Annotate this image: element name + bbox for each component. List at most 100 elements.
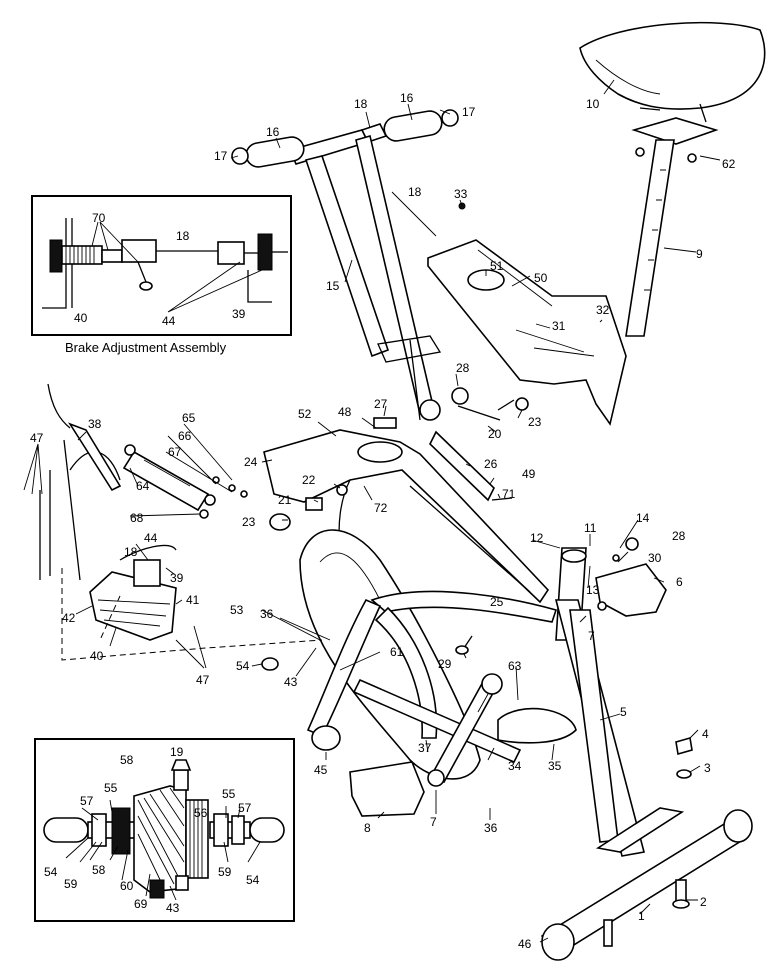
callout-71: 71 — [502, 487, 516, 501]
callout-17-right: 17 — [462, 105, 476, 119]
hub-inset-label-58-top: 58 — [120, 753, 134, 767]
callout-51: 51 — [490, 259, 504, 273]
hub-inset-label-69: 69 — [134, 897, 148, 911]
hub-inset-label-55-right: 55 — [222, 787, 236, 801]
callout-46: 46 — [518, 937, 532, 951]
brake-inset-label-44: 44 — [162, 314, 176, 328]
callout-36-upper: 36 — [260, 607, 274, 621]
callout-39: 39 — [170, 571, 184, 585]
callout-18-brake: 18 — [124, 545, 138, 559]
brake-inset-label-70: 70 — [92, 211, 106, 225]
callout-17-left: 17 — [214, 149, 228, 163]
callout-47-lower: 47 — [196, 673, 210, 687]
callout-29: 29 — [438, 657, 452, 671]
hub-inset-label-54-left: 54 — [44, 865, 58, 879]
brake-inset-label-18: 18 — [176, 229, 190, 243]
callout-4: 4 — [702, 727, 709, 741]
callout-68: 68 — [130, 511, 144, 525]
callout-7-upper: 7 — [588, 629, 595, 643]
callout-21: 21 — [278, 493, 292, 507]
brake-inset-frame — [31, 195, 292, 336]
callout-15: 15 — [326, 279, 340, 293]
callout-7-lower: 7 — [430, 815, 437, 829]
callout-42: 42 — [62, 611, 76, 625]
callout-22: 22 — [302, 473, 316, 487]
callout-50: 50 — [534, 271, 548, 285]
callout-2: 2 — [700, 895, 707, 909]
callout-13: 13 — [586, 583, 600, 597]
callout-43: 43 — [284, 675, 298, 689]
shock-absorber — [122, 450, 210, 512]
callout-52: 52 — [298, 407, 312, 421]
hub-inset-label-54-right: 54 — [246, 873, 260, 887]
callout-24: 24 — [244, 455, 258, 469]
callout-6: 6 — [676, 575, 683, 589]
hub-inset-label-19: 19 — [170, 745, 184, 759]
brake-inset-label-39: 39 — [232, 307, 246, 321]
callout-8: 8 — [364, 821, 371, 835]
callout-33: 33 — [454, 187, 468, 201]
hub-inset-label-55-left: 55 — [104, 781, 118, 795]
left-gear-icon — [49, 239, 63, 273]
callout-14: 14 — [636, 511, 650, 525]
callout-64: 64 — [136, 479, 150, 493]
seat-post — [625, 139, 675, 337]
callout-16-left: 16 — [266, 125, 280, 139]
callout-34: 34 — [508, 759, 522, 773]
callout-63: 63 — [508, 659, 522, 673]
callout-26: 26 — [484, 457, 498, 471]
hub-inset-label-56: 56 — [194, 806, 208, 820]
callout-65: 65 — [182, 411, 196, 425]
right-gear-icon — [257, 233, 273, 271]
callout-25: 25 — [490, 595, 504, 609]
callout-32: 32 — [596, 303, 610, 317]
tension-rod — [429, 430, 495, 502]
brake-inset-caption: Brake Adjustment Assembly — [65, 340, 227, 355]
hub-inset-label-43: 43 — [166, 901, 180, 915]
callout-1: 1 — [638, 909, 645, 923]
hub-inset-label-59-right: 59 — [218, 865, 232, 879]
callout-47-upper: 47 — [30, 431, 44, 445]
callout-23-upper: 23 — [528, 415, 542, 429]
callout-31: 31 — [552, 319, 566, 333]
callout-20: 20 — [488, 427, 502, 441]
callout-28-upper: 28 — [456, 361, 470, 375]
brake-cable-guide — [68, 422, 122, 492]
callout-28-lower: 28 — [672, 529, 686, 543]
hub-assembly-inset: 19 58 55 57 56 55 57 54 59 58 60 69 43 5… — [34, 738, 295, 922]
callout-53: 53 — [230, 603, 244, 617]
callout-12: 12 — [530, 531, 544, 545]
callout-18-handlebar: 18 — [354, 97, 368, 111]
hub-inset-label-57-right: 57 — [238, 801, 252, 815]
callout-45: 45 — [314, 763, 328, 777]
pedal-left — [349, 761, 425, 817]
right-grip — [383, 110, 443, 142]
frame-top-tube — [263, 429, 550, 604]
callout-66: 66 — [178, 429, 192, 443]
callout-27: 27 — [374, 397, 388, 411]
callout-44: 44 — [144, 531, 158, 545]
callout-61: 61 — [390, 645, 404, 659]
saddle — [579, 21, 766, 110]
callout-23-lower: 23 — [242, 515, 256, 529]
callout-38: 38 — [88, 417, 102, 431]
callout-54: 54 — [236, 659, 250, 673]
callout-37: 37 — [418, 741, 432, 755]
brake-inset-label-40: 40 — [74, 311, 88, 325]
callout-9: 9 — [696, 247, 703, 261]
hub-inset-label-60: 60 — [120, 879, 134, 893]
hub-inset-label-58-bottom: 58 — [92, 863, 106, 877]
callout-35: 35 — [548, 759, 562, 773]
callout-18-cable: 18 — [408, 185, 422, 199]
callout-16-right: 16 — [400, 91, 414, 105]
brake-caliper — [89, 571, 177, 641]
callout-36-lower: 36 — [484, 821, 498, 835]
callout-49: 49 — [522, 467, 536, 481]
callout-41: 41 — [186, 593, 200, 607]
pedal-right — [595, 563, 667, 617]
callout-5: 5 — [620, 705, 627, 719]
callout-30: 30 — [648, 551, 662, 565]
brake-adjustment-inset: 70 18 40 44 39 — [31, 195, 292, 336]
callout-40: 40 — [90, 649, 104, 663]
